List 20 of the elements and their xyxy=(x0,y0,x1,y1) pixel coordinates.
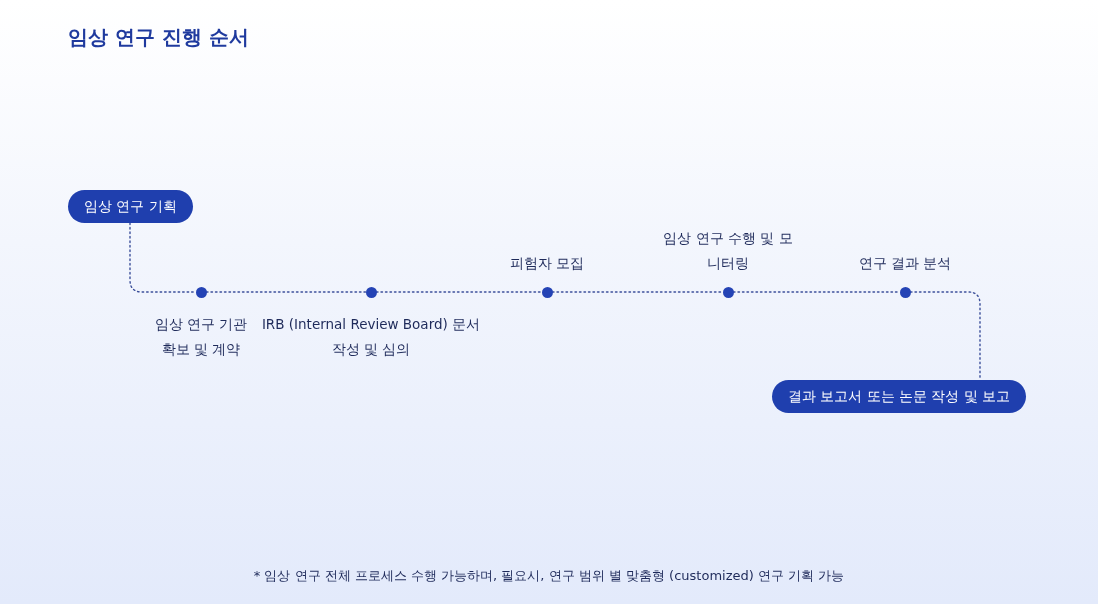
footnote: * 임상 연구 전체 프로세스 수행 가능하며, 필요시, 연구 범위 별 맞춤형 (customized) 연구 기획 가능 xyxy=(252,567,846,585)
step-label: 임상 연구 수행 및 모니터링 xyxy=(663,229,793,273)
timeline-dot xyxy=(541,286,553,298)
step-pill: 결과 보고서 또는 논문 작성 및 보고 xyxy=(772,380,1026,413)
dotted-connector xyxy=(129,222,197,293)
timeline-dot xyxy=(365,286,377,298)
step-label: IRB (Internal Review Board) 문서 작성 및 심의 xyxy=(261,315,481,359)
step-label: 연구 결과 분석 xyxy=(857,254,953,273)
dotted-connector xyxy=(909,291,981,381)
dotted-connector xyxy=(375,291,543,293)
page-title: 임상 연구 진행 순서 xyxy=(68,24,249,51)
timeline-dot xyxy=(899,286,911,298)
timeline-dot xyxy=(722,286,734,298)
step-label: 피험자 모집 xyxy=(508,254,586,273)
step-pill: 임상 연구 기획 xyxy=(68,190,193,223)
step-label: 임상 연구 기관 확보 및 계약 xyxy=(153,315,249,359)
timeline-dot xyxy=(195,286,207,298)
dotted-connector xyxy=(205,291,367,293)
dotted-connector xyxy=(732,291,901,293)
dotted-connector xyxy=(551,291,724,293)
